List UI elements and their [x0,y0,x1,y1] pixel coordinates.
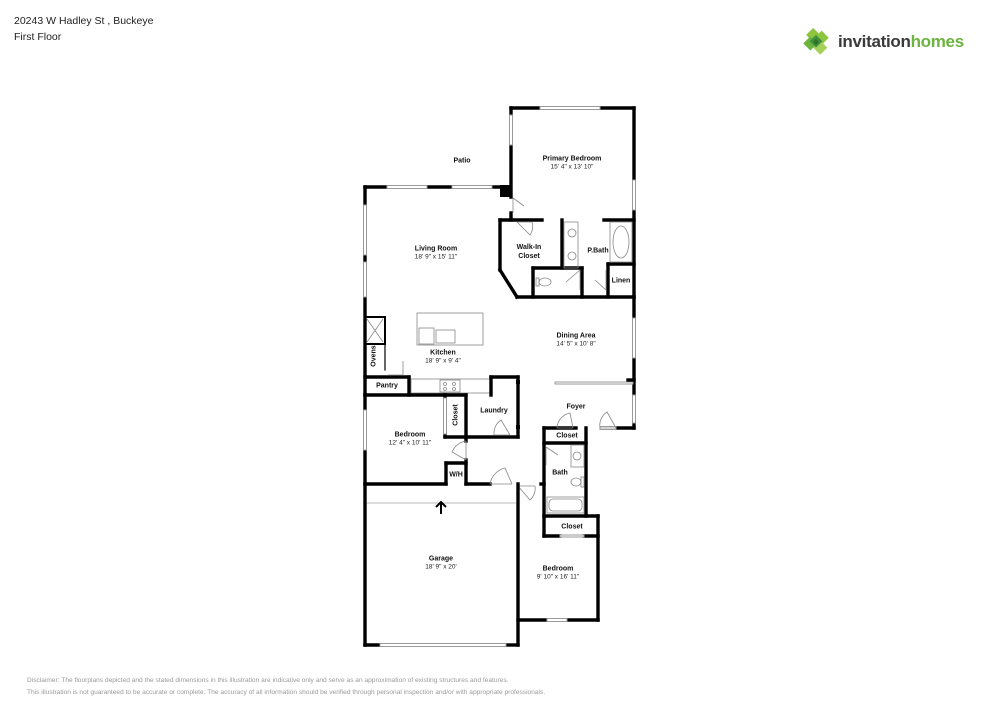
logo-mark-icon [803,27,829,55]
room-pantry: Pantry [376,382,398,390]
logo-word-invitation: invitation [838,32,911,51]
disclaimer-line-1: Disclaimer: The floorplans depicted and … [27,677,509,684]
room-ovens: Ovens [370,345,378,367]
floor-label: First Floor [14,31,62,43]
room-wh: W/H [449,471,463,479]
logo-wordmark: invitationhomes [838,32,964,52]
east-wing-walls [516,426,600,647]
west-wing-walls [363,375,546,501]
room-patio: Patio [453,157,471,165]
page-header: 20243 W Hadley St , Buckeye First Floor [14,13,154,45]
room-walk-in-closet: Walk-In Closet [516,244,542,260]
disclaimer-line-2: This illustration is not guaranteed to b… [27,689,546,696]
room-foyer-closet: Closet [556,432,578,440]
room-foyer: Foyer [566,403,586,411]
garage-walls [363,482,520,647]
logo-word-homes: homes [910,32,965,51]
room-laundry: Laundry [480,407,508,415]
primary-bedroom-walls [498,106,636,299]
garage-door-arrow-icon [435,500,447,514]
room-bath: Bath [552,469,568,477]
main-living-walls [363,185,636,430]
address: 20243 W Hadley St , Buckeye [14,15,154,27]
brand-logo: invitationhomes [798,24,964,60]
room-linen: Linen [611,277,631,285]
disclaimer: Disclaimer: The floorplans depicted and … [27,675,545,699]
walk-in-closet-walls [497,197,636,300]
room-bedroom-2-closet: Closet [561,523,583,531]
room-p-bath: P.Bath [587,247,609,255]
room-bedroom-closet: Closet [452,404,460,426]
